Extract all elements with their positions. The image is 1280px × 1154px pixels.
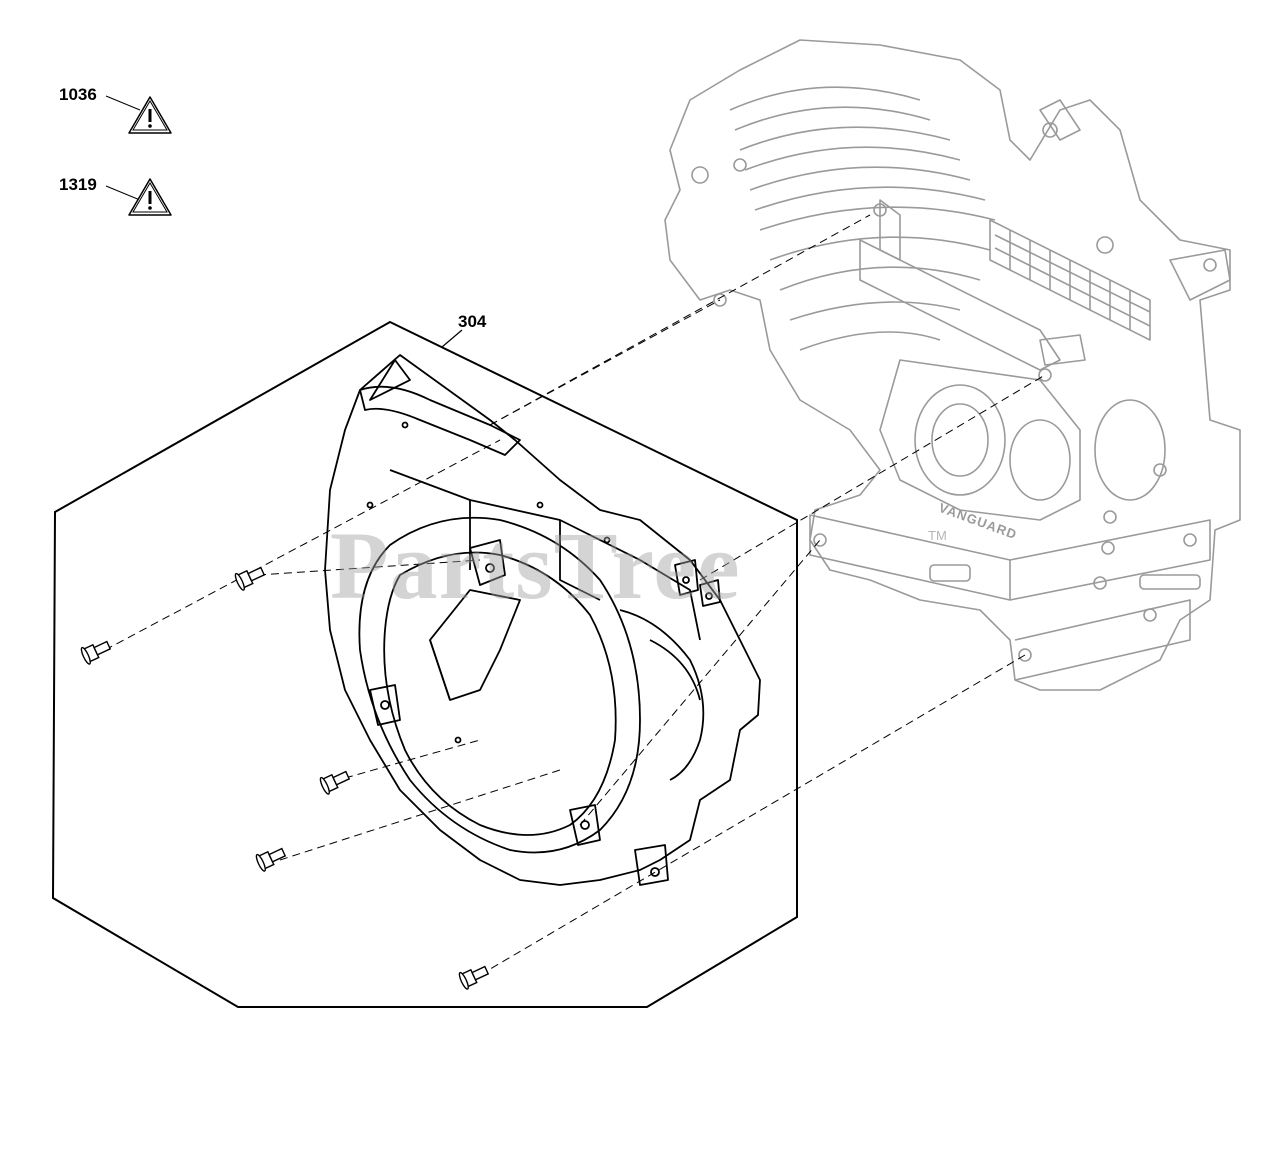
warning-callout-1319 xyxy=(105,178,172,216)
flange-bolt-icon xyxy=(234,566,266,591)
flange-bolt-icon xyxy=(80,640,112,665)
flange-bolt-icon xyxy=(319,770,351,795)
assembly-boundary xyxy=(51,320,798,1008)
callout-1319[interactable]: 1319 xyxy=(59,175,97,194)
callout-leader-304 xyxy=(441,329,463,348)
warning-triangle-icon xyxy=(128,96,172,134)
engine-block xyxy=(664,39,1241,691)
flange-bolt-icon xyxy=(255,847,287,872)
warning-triangle-icon xyxy=(128,178,172,216)
callout-304[interactable]: 304 xyxy=(458,312,487,331)
warning-callout-1036 xyxy=(105,95,172,134)
watermark: PartsTree xyxy=(330,512,741,619)
blower-housing xyxy=(324,354,761,886)
callout-1036[interactable]: 1036 xyxy=(59,85,97,104)
trademark-symbol: TM xyxy=(928,528,947,543)
alignment-lines xyxy=(104,214,1046,976)
flange-bolt-icon xyxy=(458,965,490,990)
